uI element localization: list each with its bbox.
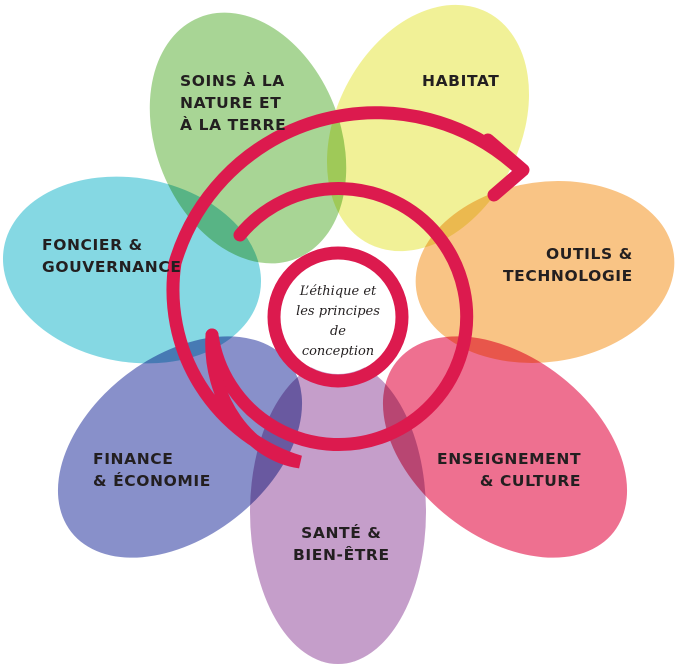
label-soins-line-3: À LA TERRE <box>180 116 287 134</box>
label-sante-line-2: BIEN-ÊTRE <box>293 546 390 564</box>
label-finance-line-1: FINANCE <box>93 450 174 468</box>
label-sante: SANTÉ & BIEN-ÊTRE <box>293 522 390 566</box>
label-habitat-line-1: HABITAT <box>422 72 500 90</box>
label-outils-line-2: TECHNOLOGIE <box>503 267 633 285</box>
label-foncier-line-2: GOUVERNANCE <box>42 258 182 276</box>
label-enseignement: ENSEIGNEMENT & CULTURE <box>437 448 581 492</box>
label-soins-line-2: NATURE ET <box>180 94 282 112</box>
label-finance: FINANCE & ÉCONOMIE <box>93 448 211 492</box>
center-line-3: conception <box>301 344 375 359</box>
label-soins: SOINS À LA NATURE ET À LA TERRE <box>180 70 286 136</box>
spiral-inner-ring <box>267 246 409 388</box>
petal-outils <box>415 181 675 363</box>
label-outils-line-1: OUTILS & <box>545 245 633 263</box>
spiral-outer-turn <box>166 106 522 469</box>
center-disc <box>281 260 395 374</box>
label-finance-line-2: & ÉCONOMIE <box>93 472 211 490</box>
label-habitat: HABITAT <box>422 70 499 92</box>
spiral <box>166 106 530 469</box>
center-line-1: L’éthique et <box>299 284 377 299</box>
label-enseignement-line-2: & CULTURE <box>479 472 582 490</box>
label-enseignement-line-1: ENSEIGNEMENT <box>437 450 582 468</box>
label-soins-line-1: SOINS À LA <box>180 72 285 90</box>
spiral-middle-turn <box>205 182 474 451</box>
label-outils: OUTILS & TECHNOLOGIE <box>503 243 633 287</box>
label-foncier: FONCIER & GOUVERNANCE <box>42 234 182 278</box>
label-foncier-line-1: FONCIER & <box>42 236 143 254</box>
arrow-head <box>481 133 530 202</box>
center-line-2: les principes de <box>296 304 380 339</box>
center-caption: L’éthique et les principes de conception <box>288 282 388 362</box>
label-sante-line-1: SANTÉ & <box>301 524 382 542</box>
